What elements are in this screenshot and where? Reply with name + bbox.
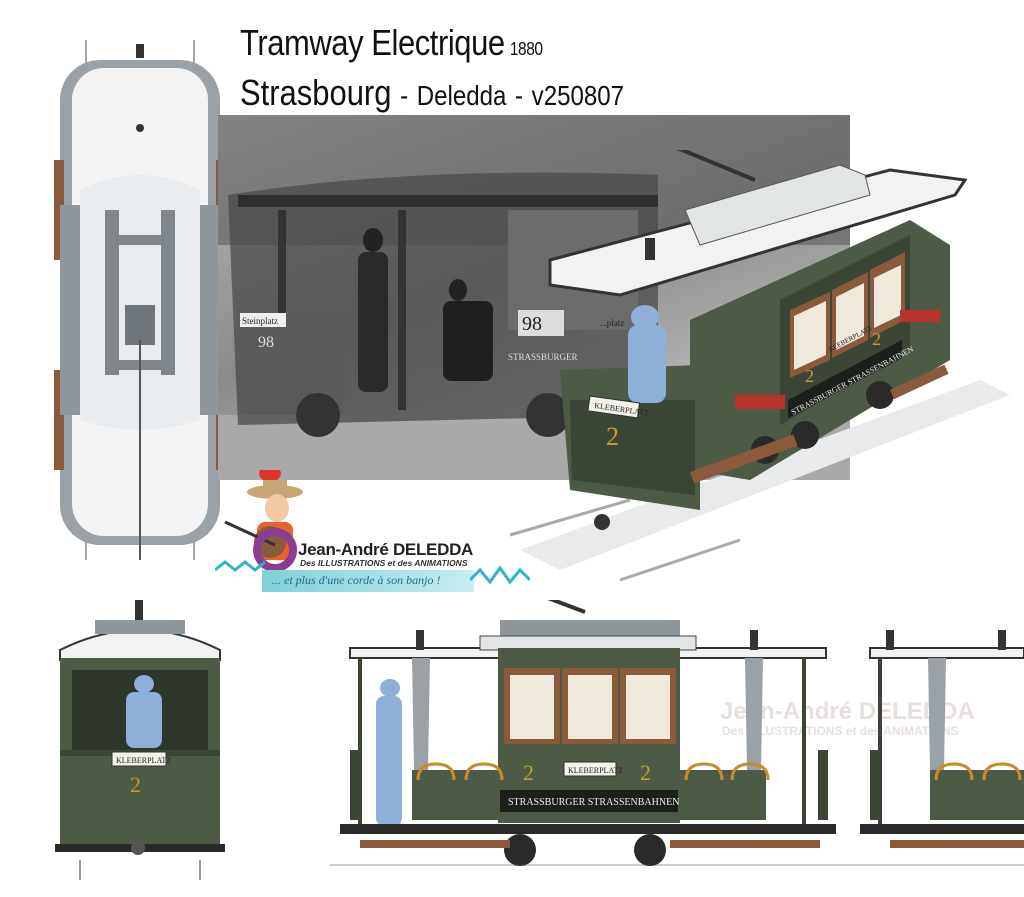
- title-sep1: -: [400, 80, 409, 111]
- front-view-drawing: KLEBERPLATZ 2: [55, 600, 225, 880]
- tram3d-number-side1: 2: [805, 366, 814, 386]
- logo-motto: ... et plus d'une corde à son banjo !: [272, 573, 441, 587]
- photo-sign-right: ...platz: [600, 318, 624, 328]
- front-number: 2: [130, 772, 141, 797]
- title-line1: Tramway Electrique: [240, 22, 505, 63]
- title-city: Strasbourg: [240, 72, 392, 113]
- side-number-left: 2: [523, 760, 534, 785]
- logo-name: Jean-André DELEDDA: [298, 540, 474, 559]
- side-company: STRASSBURGER STRASSENBAHNEN: [508, 797, 679, 808]
- logo-banner: [262, 570, 474, 592]
- photo-number-side: 98: [522, 313, 542, 335]
- title-author: Deledda: [416, 80, 507, 111]
- title-version: v250807: [531, 80, 625, 111]
- title-year: 1880: [509, 39, 543, 59]
- banjo-mascot-icon: [215, 470, 303, 572]
- side-destination: KLEBERPLATZ: [568, 766, 623, 775]
- photo-number-front: 98: [258, 334, 274, 351]
- side-view-drawing: KLEBERPLATZ 2 2 STRASSBURGER STRASSENBAH…: [330, 600, 1024, 866]
- photo-lettering: STRASSBURGER: [508, 352, 578, 362]
- title-sep2: -: [515, 80, 524, 111]
- side-number-right: 2: [640, 760, 651, 785]
- drawing-subtitle: Strasbourg - Deledda - v250807: [240, 72, 624, 114]
- logo-zigzag-icon: [470, 565, 530, 585]
- front-destination: KLEBERPLATZ: [116, 756, 171, 765]
- watermark-tagline: Des ILLUSTRATIONS et des ANIMATIONS: [722, 724, 959, 738]
- tram3d-number-front: 2: [606, 422, 619, 451]
- tram-3d-drawing: KLEBERPLATZ 2 2 2 KLEBERPLATZ STRASSBURG…: [510, 150, 1010, 582]
- top-view-drawing: [54, 40, 226, 560]
- photo-sign-left: Steinplatz: [242, 316, 278, 326]
- logo-tagline: Des ILLUSTRATIONS et des ANIMATIONS: [300, 558, 468, 568]
- tram3d-number-side2: 2: [872, 329, 881, 349]
